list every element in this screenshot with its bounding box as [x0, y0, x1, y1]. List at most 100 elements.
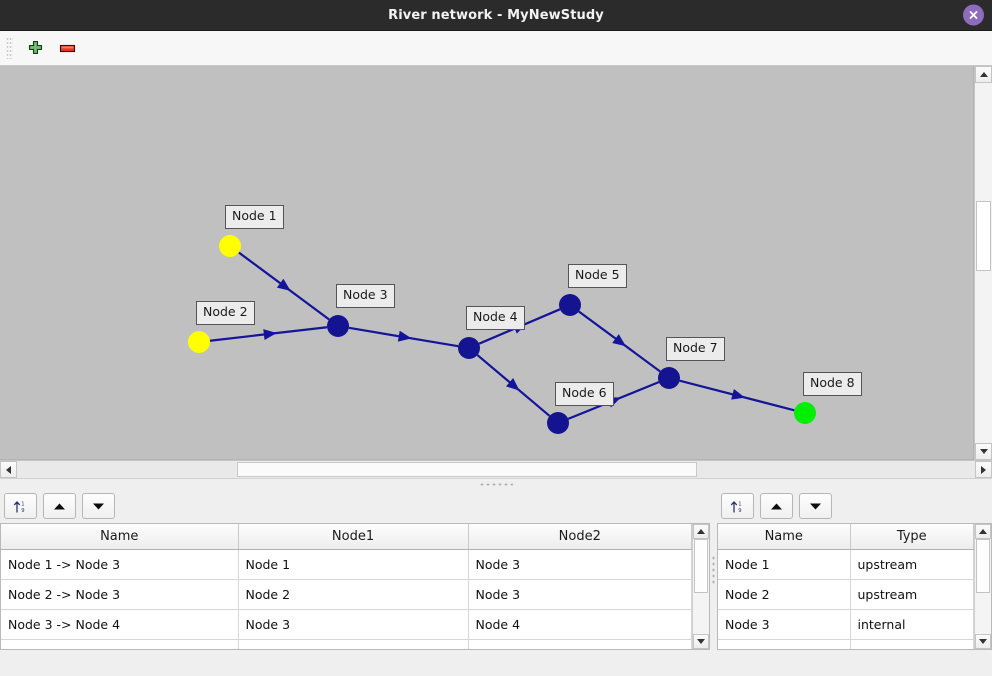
graph-node[interactable]	[458, 337, 480, 359]
close-x-icon	[969, 11, 978, 19]
table-cell[interactable]: internal	[850, 639, 974, 649]
graph-node[interactable]	[794, 402, 816, 424]
graph-node[interactable]	[559, 294, 581, 316]
svg-text:9: 9	[21, 508, 24, 514]
nodes-scroll-thumb[interactable]	[976, 539, 990, 593]
table-cell[interactable]: Node 1	[718, 549, 851, 580]
horizontal-splitter[interactable]	[0, 478, 992, 489]
table-cell[interactable]: internal	[850, 609, 974, 640]
table-cell[interactable]: Node 3 -> Node 4	[1, 609, 239, 640]
table-cell[interactable]: Node 3	[468, 549, 692, 580]
close-button[interactable]	[963, 4, 984, 26]
table-cell[interactable]: Node 2	[238, 579, 469, 610]
table-cell[interactable]: Node 3	[718, 609, 851, 640]
table-cell[interactable]: Node 3	[468, 579, 692, 610]
graph-node[interactable]	[219, 235, 241, 257]
graph-node-label[interactable]: Node 3	[336, 284, 395, 308]
nodes-move-up-button[interactable]	[760, 493, 793, 519]
add-node-button[interactable]	[20, 34, 50, 62]
nodes-scroll-track[interactable]	[975, 539, 991, 634]
table-cell[interactable]: upstream	[850, 549, 974, 580]
triangle-down-icon	[979, 449, 988, 454]
column-header[interactable]: Name	[1, 524, 239, 550]
branches-move-down-button[interactable]	[82, 493, 115, 519]
network-canvas[interactable]: Node 1 Node 2 Node 3 Node 4 Node 5 Node 6 Node…	[0, 66, 974, 460]
scroll-right-button[interactable]	[975, 461, 992, 478]
column-header[interactable]: Type	[850, 524, 974, 550]
table-cell[interactable]: Node 1 -> Node 3	[1, 549, 239, 580]
vertical-splitter-grip-icon	[712, 554, 715, 585]
column-header[interactable]: Node1	[238, 524, 469, 550]
toolbar-drag-handle[interactable]	[6, 37, 13, 59]
graph-node-label[interactable]: Node 6	[555, 382, 614, 406]
branches-table-scrollbar[interactable]	[692, 524, 709, 649]
graph-node-label[interactable]: Node 2	[196, 301, 255, 325]
triangle-left-icon	[6, 465, 11, 474]
graph-node[interactable]	[658, 367, 680, 389]
graph-node-label[interactable]: Node 4	[466, 306, 525, 330]
graph-node-label[interactable]: Node 1	[225, 205, 284, 229]
table-cell[interactable]: Node 3	[238, 609, 469, 640]
branches-scroll-thumb[interactable]	[694, 539, 708, 593]
nodes-move-down-button[interactable]	[799, 493, 832, 519]
graph-node-label[interactable]: Node 5	[568, 264, 627, 288]
main-toolbar	[0, 31, 992, 66]
nodes-scroll-up-button[interactable]	[975, 524, 991, 539]
canvas-hscroll-thumb[interactable]	[237, 462, 697, 477]
graph-node[interactable]	[188, 331, 210, 353]
table-cell[interactable]: upstream	[850, 579, 974, 610]
sort-ascending-icon: 1 9	[13, 500, 25, 514]
scroll-down-button[interactable]	[975, 443, 992, 460]
delete-node-button[interactable]	[52, 34, 82, 62]
triangle-down-icon	[697, 639, 705, 644]
branches-move-up-button[interactable]	[43, 493, 76, 519]
edge-arrow-icon	[506, 377, 520, 391]
canvas-vscroll-thumb[interactable]	[976, 201, 991, 271]
canvas-vscroll-track[interactable]	[975, 83, 992, 443]
vertical-splitter[interactable]	[710, 489, 717, 650]
window-title: River network - MyNewStudy	[388, 7, 604, 23]
nodes-table-row[interactable]: Node 4internal	[718, 639, 974, 649]
graph-node-label[interactable]: Node 8	[803, 372, 862, 396]
scroll-left-button[interactable]	[0, 461, 17, 478]
table-cell[interactable]: Node 4 -> Node 5	[1, 639, 239, 649]
branches-sort-button[interactable]: 1 9	[4, 493, 37, 519]
graph-node[interactable]	[327, 315, 349, 337]
table-cell[interactable]: Node 2	[718, 579, 851, 610]
triangle-down-icon	[979, 639, 987, 644]
canvas-horizontal-scrollbar[interactable]	[0, 460, 992, 478]
branches-scroll-up-button[interactable]	[693, 524, 709, 539]
canvas-vertical-scrollbar[interactable]	[974, 66, 992, 460]
column-header[interactable]: Node2	[468, 524, 692, 550]
table-cell[interactable]: Node 4	[238, 639, 469, 649]
nodes-scroll-down-button[interactable]	[975, 634, 991, 649]
svg-text:9: 9	[738, 508, 741, 514]
scroll-up-button[interactable]	[975, 66, 992, 83]
nodes-sort-button[interactable]: 1 9	[721, 493, 754, 519]
graph-node-label[interactable]: Node 7	[666, 337, 725, 361]
table-cell[interactable]: Node 5	[468, 639, 692, 649]
table-cell[interactable]: Node 4	[468, 609, 692, 640]
column-header[interactable]: Name	[718, 524, 851, 550]
table-cell[interactable]: Node 1	[238, 549, 469, 580]
table-cell[interactable]: Node 4	[718, 639, 851, 649]
graph-node[interactable]	[547, 412, 569, 434]
branches-scroll-down-button[interactable]	[693, 634, 709, 649]
nodes-table-scrollbar[interactable]	[974, 524, 991, 649]
branches-scroll-track[interactable]	[693, 539, 709, 634]
table-cell[interactable]: Node 2 -> Node 3	[1, 579, 239, 610]
canvas-hscroll-track[interactable]	[17, 461, 975, 478]
